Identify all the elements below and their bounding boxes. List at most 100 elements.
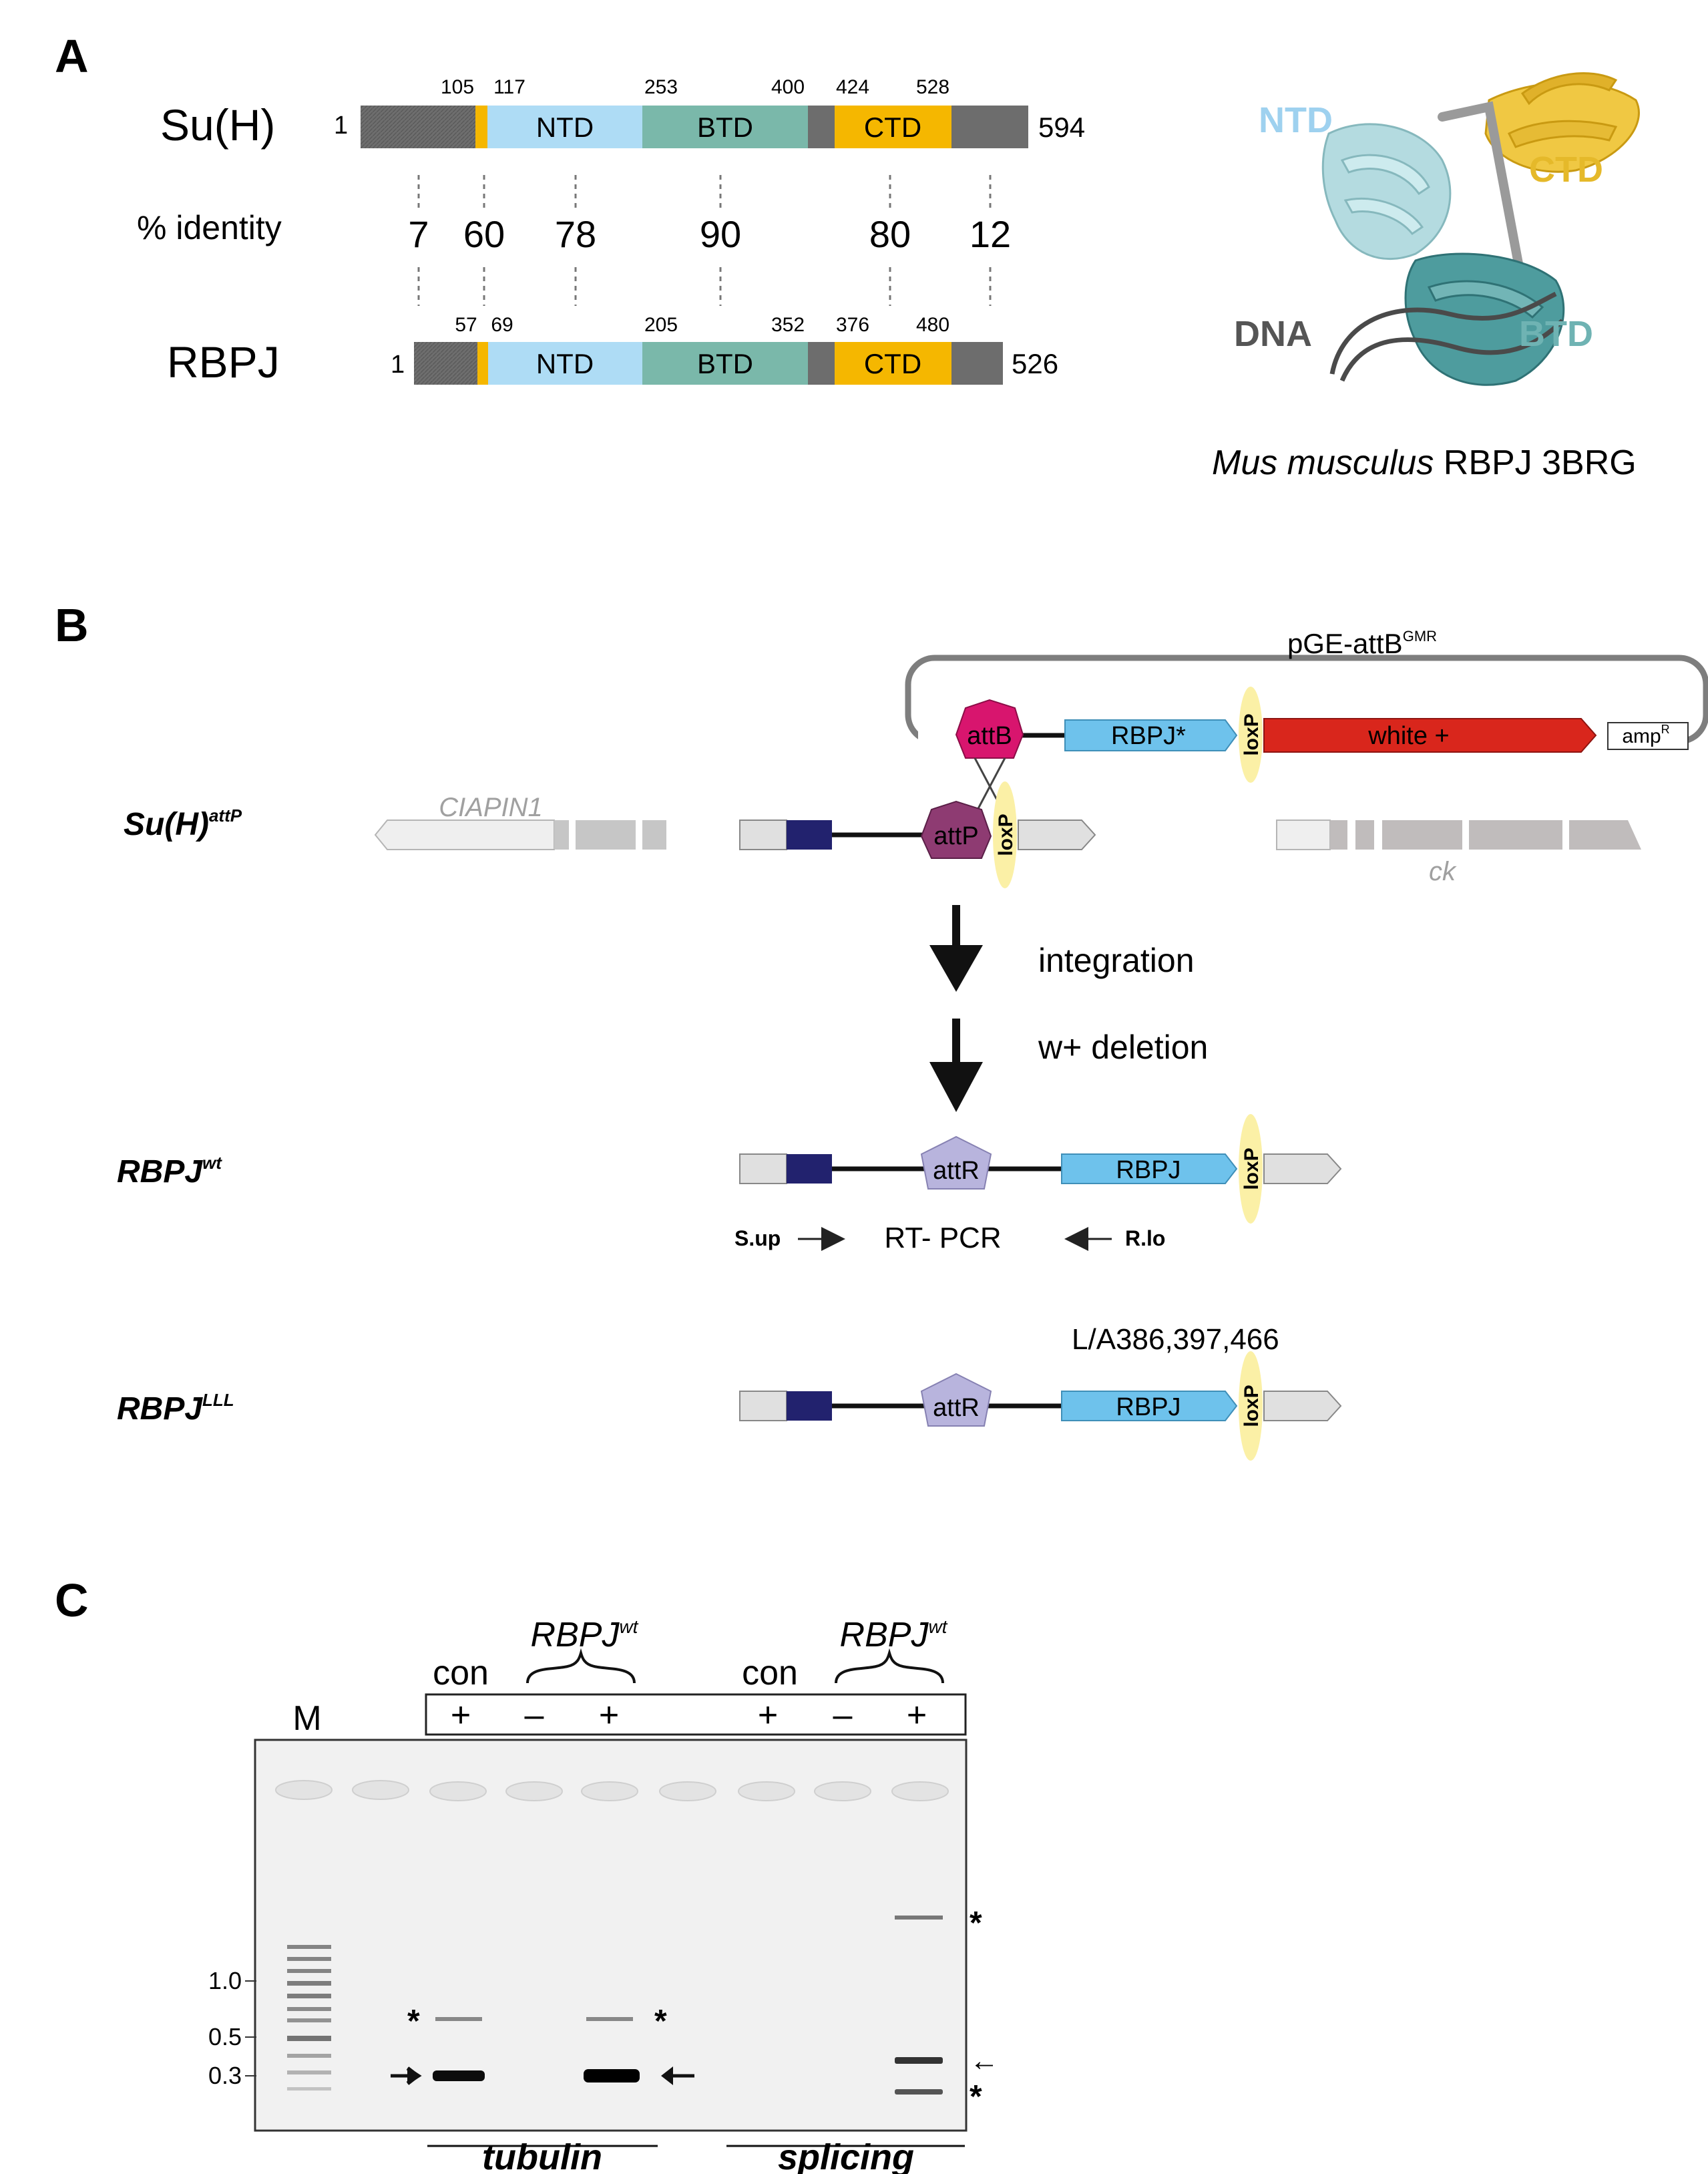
rbpj-btd-ctd-linker — [808, 342, 835, 385]
wt-rbpj-gene — [1061, 1153, 1238, 1184]
structure-caption-species: Mus musculus — [1212, 443, 1434, 482]
cross-line — [974, 757, 1006, 816]
identity-value: 60 — [463, 213, 505, 255]
rbpj-ticks: 57 69 205 352 376 480 — [455, 314, 949, 336]
structure-ctd-label: CTD — [1529, 150, 1603, 190]
panel-b: B pGE-attBGMR attB RBPJ* loxP white + am… — [55, 599, 1708, 1461]
ladder-band — [287, 1969, 331, 1973]
splicing-star-band — [895, 1916, 943, 1920]
ctd-ribbon — [1484, 72, 1640, 173]
su-h-attp-locus: Su(H)attP CIAPIN1 attP loxP ck — [124, 781, 1641, 888]
plasmid-construct: pGE-attBGMR attB RBPJ* loxP white + ampR — [905, 628, 1708, 783]
star-splicing-upper: * — [970, 1906, 982, 1941]
gel-well — [581, 1781, 638, 1801]
white-gene-label: white + — [1367, 722, 1449, 750]
locus-loxp — [993, 781, 1017, 888]
ladder-band — [287, 2087, 331, 2091]
structure-ntd-label: NTD — [1259, 100, 1333, 140]
rbpj-tick: 57 — [455, 314, 477, 336]
gel-annotations: * * * ← * — [391, 1906, 999, 2115]
ladder-band — [287, 1957, 331, 1961]
lane-sign-box — [425, 1693, 967, 1736]
lll-3prime-box — [1263, 1391, 1342, 1421]
white-gene — [1263, 718, 1597, 753]
ctd-strand — [1507, 120, 1618, 148]
star-splicing-lower: * — [970, 2079, 982, 2115]
amp-label: ampR — [1622, 723, 1669, 747]
ck-exon — [1330, 820, 1347, 850]
group2-brace — [835, 1648, 944, 1684]
attb-label: attB — [967, 722, 1012, 750]
size-marker: 1.0 — [208, 1967, 242, 1994]
ck-label: ck — [1429, 857, 1457, 886]
ladder-band — [287, 2018, 331, 2022]
su-h-btd-label: BTD — [697, 112, 753, 143]
lane-sign: + — [758, 1696, 778, 1735]
ladder-band — [287, 1994, 331, 1998]
panel-c-label: C — [55, 1574, 89, 1626]
wt-loxp — [1239, 1114, 1263, 1224]
rbpj-tick: 376 — [836, 314, 869, 336]
su-h-tick: 253 — [644, 76, 678, 98]
lll-loxp-label: loxP — [1241, 1385, 1263, 1427]
lane-sign: + — [451, 1696, 471, 1735]
step-w-deletion: w+ deletion — [1038, 1029, 1208, 1066]
attp-label: attP — [933, 822, 979, 850]
star-tubulin-rbpj: * — [654, 2004, 667, 2039]
rbpj-btd-label: BTD — [697, 348, 753, 379]
identity-value: 7 — [408, 213, 429, 255]
plasmid-name-sup: GMR — [1403, 628, 1437, 645]
ctd-strand — [1520, 72, 1618, 106]
bottom-label-tubulin: tubulin — [482, 2137, 602, 2174]
primer-s-up: S.up — [734, 1226, 781, 1250]
splicing-band — [895, 2057, 943, 2064]
process-arrows: integration w+ deletion — [929, 905, 1208, 1112]
gel-background — [254, 1739, 968, 2132]
size-marker: 0.3 — [208, 2062, 242, 2089]
ladder-band — [287, 2054, 331, 2058]
tubulin-band — [433, 2070, 485, 2081]
su-h-attp-label-main: Su(H) — [124, 807, 209, 842]
panel-a: A Su(H) 1 NTD BTD CTD 594 105 117 253 40… — [55, 30, 1640, 482]
lll-mutation-label: L/A386,397,466 — [1072, 1323, 1279, 1356]
rbpj-structure-illustration: NTD CTD DNA BTD Mus musculus RBPJ 3BRG — [1212, 72, 1640, 482]
ciapin1-exon — [554, 820, 569, 850]
amp-gene — [1607, 722, 1689, 750]
lane-sign: – — [525, 1696, 544, 1735]
su-h-btd — [642, 106, 808, 148]
ntd-strand — [1340, 154, 1430, 196]
panel-b-label: B — [55, 599, 89, 651]
amp-label-main: amp — [1622, 725, 1661, 747]
structure-caption: Mus musculus RBPJ 3BRG — [1212, 443, 1637, 482]
star-tubulin-con: * — [407, 2004, 420, 2039]
rbpj-ctd-label: CTD — [864, 348, 921, 379]
size-markers: 1.0 0.5 0.3 — [208, 1967, 256, 2089]
gel-wells — [275, 1780, 949, 1801]
rbpj-wt-allele: RBPJwt attR RBPJ loxP S.up RT- PCR R.lo — [117, 1114, 1342, 1254]
rbpj-star-gene — [1064, 719, 1238, 751]
rbpj-ctd — [835, 342, 951, 385]
wt-navy-exon — [787, 1154, 832, 1184]
gel-well — [275, 1780, 333, 1800]
tubulin-left-arrow-head — [409, 2066, 421, 2085]
rbpj-domain-bar: RBPJ 1 NTD BTD CTD 526 57 69 205 352 376… — [167, 314, 1058, 387]
size-marker: 0.5 — [208, 2023, 242, 2050]
lll-attr-site — [920, 1373, 992, 1427]
su-h-cterm — [951, 106, 1028, 148]
wt-attr-site — [920, 1135, 992, 1190]
identity-values: 7 60 78 90 80 12 — [408, 213, 1011, 255]
deletion-arrow-head — [929, 1062, 983, 1112]
lll-navy-exon — [787, 1391, 832, 1421]
identity-value: 80 — [869, 213, 911, 255]
splicing-arrow-left: ← — [970, 2044, 999, 2077]
structure-caption-rest: RBPJ 3BRG — [1434, 443, 1636, 482]
ck-utr — [1276, 820, 1331, 850]
wt-5prime-box — [739, 1153, 787, 1184]
marker-ladder — [287, 1945, 331, 2091]
group2-rbpj-label: RBPJwt — [840, 1616, 948, 1654]
wt-loxp-label: loxP — [1241, 1147, 1263, 1190]
attp-site — [920, 800, 992, 859]
su-h-name: Su(H) — [160, 100, 275, 150]
ladder-band — [287, 1981, 331, 1986]
